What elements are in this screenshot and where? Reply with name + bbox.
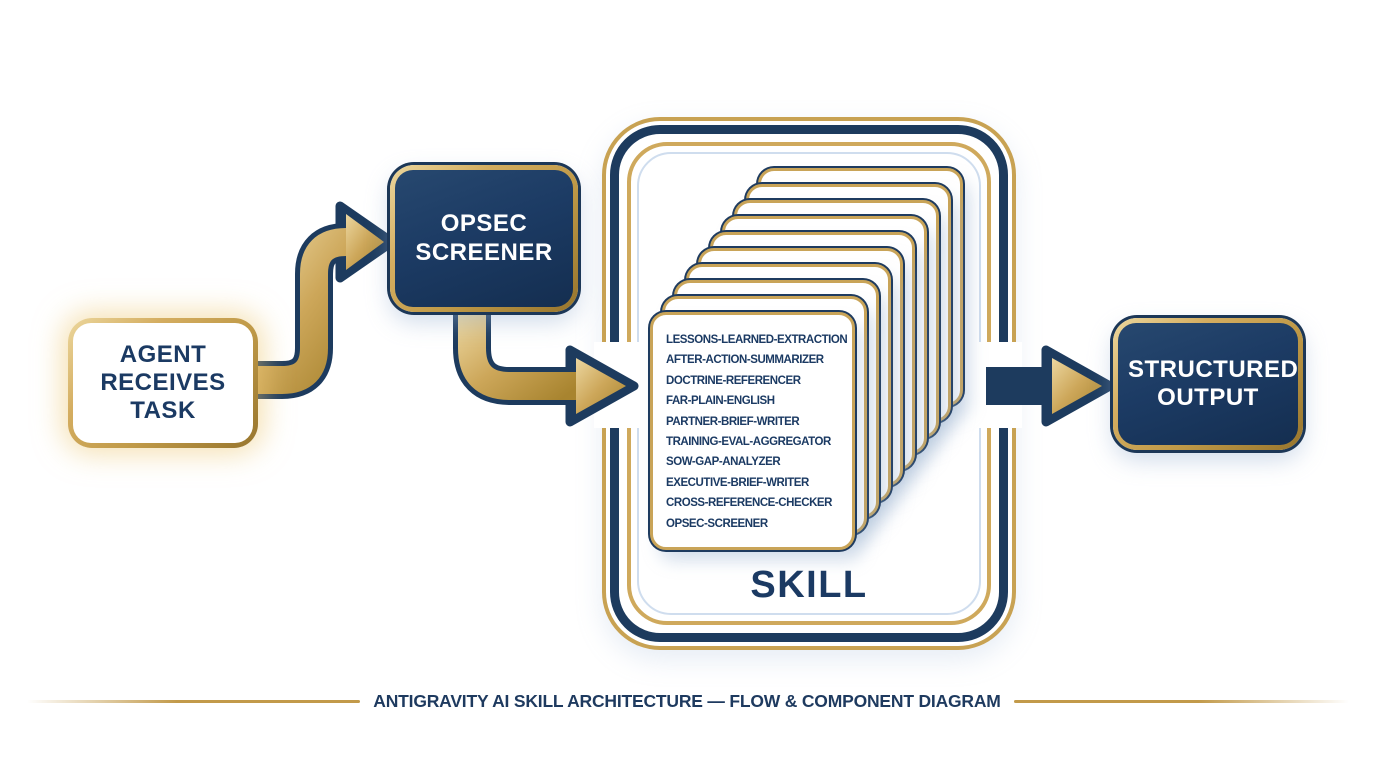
caption-rule-right xyxy=(1013,699,1349,703)
node-structured-output: STRUCTURED OUTPUT xyxy=(1113,318,1303,450)
node-structured-output-label: STRUCTURED OUTPUT xyxy=(1128,355,1299,411)
node-opsec-screener: OPSEC SCREENER xyxy=(390,165,578,312)
skill-container-title: SKILL xyxy=(750,564,868,606)
caption-rule-left xyxy=(27,699,361,703)
skill-item: TRAINING-EVAL-AGGREGATOR xyxy=(666,436,831,449)
skill-item: SOW-GAP-ANALYZER xyxy=(666,456,781,469)
node-opsec-screener-label: OPSEC SCREENER xyxy=(415,210,553,266)
diagram-caption: ANTIGRAVITY AI SKILL ARCHITECTURE — FLOW… xyxy=(373,690,1001,711)
arrow-skill-to-output xyxy=(986,345,1115,427)
caption-row: ANTIGRAVITY AI SKILL ARCHITECTURE — FLOW… xyxy=(0,688,1376,714)
skill-list: LESSONS-LEARNED-EXTRACTION AFTER-ACTION-… xyxy=(653,315,852,534)
skill-item: AFTER-ACTION-SUMMARIZER xyxy=(666,354,824,367)
arrow-agent-to-opsec xyxy=(252,201,397,399)
node-agent-receives-task-label: AGENT RECEIVES TASK xyxy=(100,340,226,425)
skill-item: EXECUTIVE-BRIEF-WRITER xyxy=(666,476,809,489)
skill-item: DOCTRINE-REFERENCER xyxy=(666,374,801,387)
arrow-opsec-to-skill xyxy=(453,306,639,427)
skill-item: CROSS-REFERENCE-CHECKER xyxy=(666,497,832,510)
node-agent-receives-task: AGENT RECEIVES TASK xyxy=(68,318,258,448)
skill-item: OPSEC-SCREENER xyxy=(666,517,768,530)
skill-item: LESSONS-LEARNED-EXTRACTION xyxy=(666,334,848,346)
skill-card-front: LESSONS-LEARNED-EXTRACTION AFTER-ACTION-… xyxy=(650,312,855,550)
skill-item: FAR-PLAIN-ENGLISH xyxy=(666,395,775,408)
skill-item: PARTNER-BRIEF-WRITER xyxy=(666,415,800,428)
